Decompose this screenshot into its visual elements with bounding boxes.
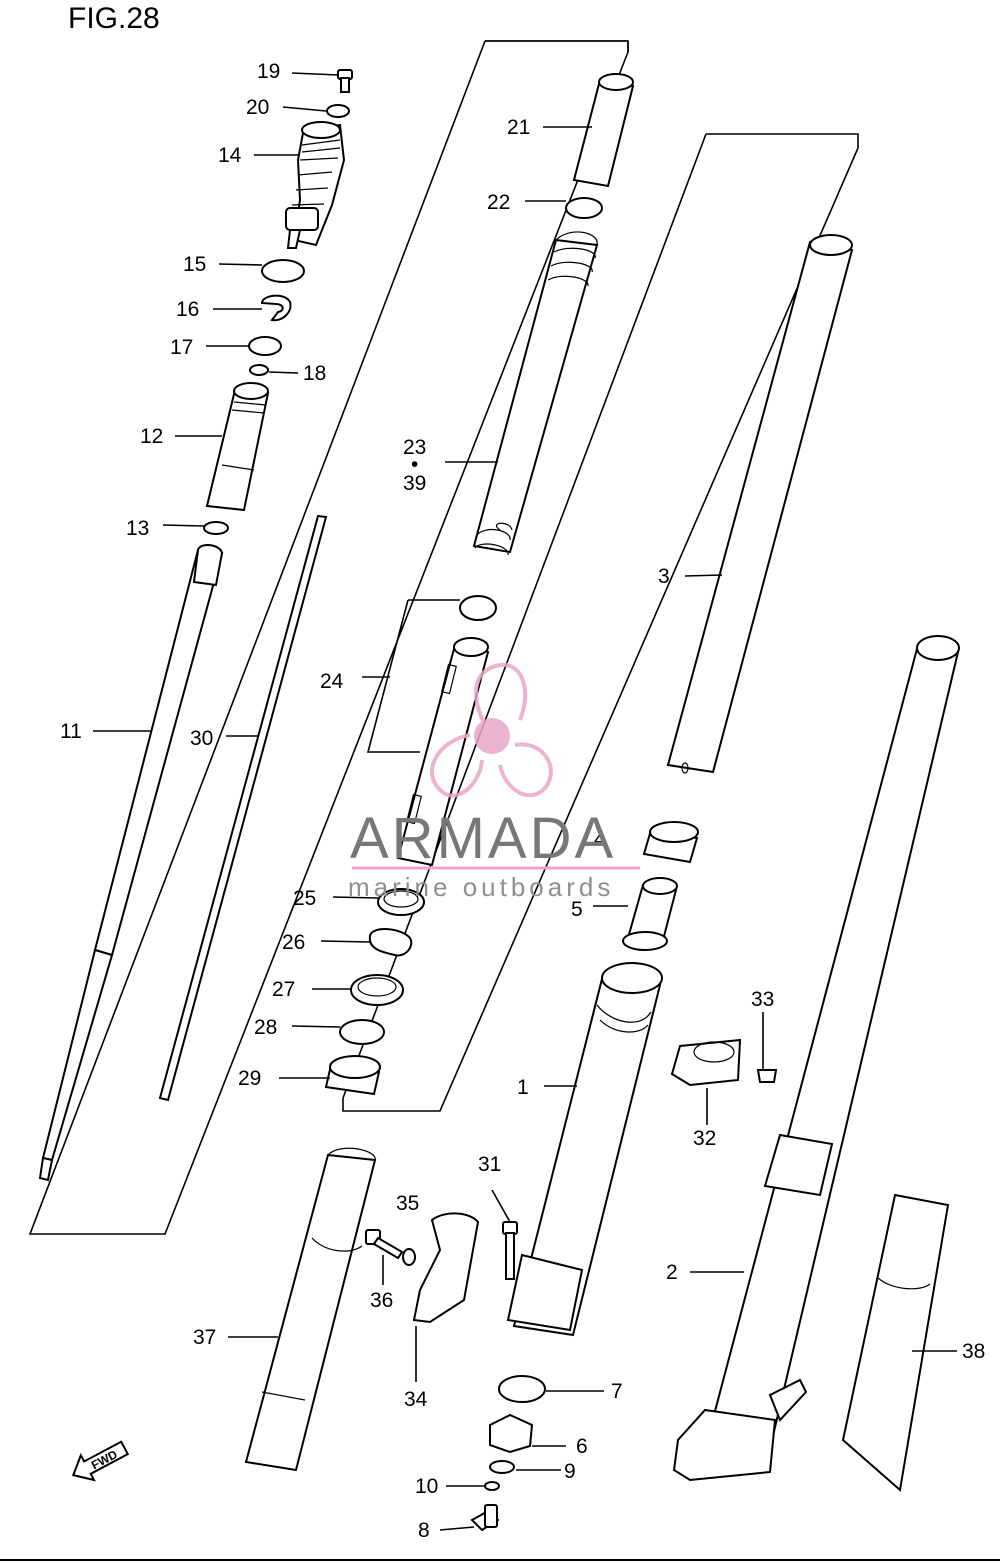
- callout-36: 36: [370, 1289, 393, 1312]
- callout-5: 5: [571, 898, 583, 921]
- callout-37: 37: [193, 1326, 216, 1349]
- callout-23: 23: [403, 436, 426, 459]
- washer-10: [484, 1481, 500, 1491]
- clamp-32: [670, 1038, 742, 1087]
- seal-27: [350, 974, 404, 1006]
- callout-22: 22: [487, 191, 510, 214]
- callout-2: 2: [666, 1261, 678, 1284]
- bolt-33: [756, 1069, 778, 1083]
- screw-19: [337, 69, 353, 93]
- callout-34: 34: [404, 1388, 428, 1411]
- callout-3: 3: [658, 565, 670, 588]
- callout-30: 30: [190, 727, 213, 750]
- washer-35: [402, 1248, 416, 1266]
- callout-25: 25: [293, 887, 316, 910]
- watermark-brand: ARMADA: [350, 806, 616, 871]
- inner-tube-3: [666, 234, 854, 774]
- bolt-31: [502, 1221, 518, 1280]
- washer-17: [248, 336, 282, 356]
- callout-26: 26: [282, 931, 305, 954]
- callout-15: 15: [183, 253, 206, 276]
- adjuster-14: [285, 121, 346, 249]
- callout-31: 31: [478, 1153, 501, 1176]
- callout-39: 39: [403, 472, 426, 495]
- cap-nut-6: [489, 1413, 534, 1454]
- callout-11: 11: [60, 720, 82, 743]
- callout-16: 16: [176, 298, 199, 321]
- guide-25: [377, 888, 425, 916]
- fork-guard-38: [841, 1193, 950, 1492]
- callout-9: 9: [564, 1460, 576, 1483]
- callout-14: 14: [218, 144, 242, 167]
- figure-title: FIG.28: [68, 2, 160, 35]
- leader-lines: [93, 72, 957, 1531]
- spring-23: [472, 231, 599, 556]
- callout-17: 17: [170, 336, 193, 359]
- spacer-21: [572, 73, 635, 188]
- callout-24: 24: [320, 670, 344, 693]
- callout-32: 32: [693, 1127, 716, 1150]
- washer-18: [249, 364, 269, 376]
- callout-27: 27: [272, 978, 295, 1001]
- o-ring-7: [498, 1375, 546, 1403]
- outer-tube-1: [506, 962, 663, 1337]
- bush-4: [642, 821, 699, 864]
- callout-19: 19: [257, 60, 280, 83]
- callout-8: 8: [418, 1519, 430, 1542]
- washer-20: [326, 104, 350, 118]
- clip-16: [260, 294, 292, 322]
- callout-29: 29: [238, 1067, 261, 1090]
- callout-38: 38: [962, 1340, 985, 1363]
- cylinder-24: [396, 637, 490, 867]
- washer-13: [203, 521, 229, 535]
- callout-10: 10: [415, 1475, 438, 1498]
- callout-dot: •: [411, 453, 418, 476]
- group-bracket-left-outline: [28, 40, 629, 1235]
- ring-28: [339, 1019, 385, 1045]
- group-bracket-left: [485, 40, 629, 52]
- bolt-36: [365, 1229, 404, 1260]
- bolt-8: [470, 1504, 500, 1532]
- callout-7: 7: [611, 1380, 623, 1403]
- callout-6: 6: [576, 1435, 588, 1458]
- bush-top: [459, 595, 497, 621]
- callout-35: 35: [396, 1192, 419, 1215]
- callout-28: 28: [254, 1016, 277, 1039]
- bush-5: [622, 877, 678, 951]
- callout-21: 21: [507, 116, 530, 139]
- damper-rod-cap-12: [205, 382, 270, 512]
- callout-12: 12: [140, 425, 163, 448]
- guard-34: [412, 1212, 480, 1324]
- propeller-logo: [429, 662, 553, 798]
- outer-tube-2: [672, 635, 960, 1482]
- seal-26: [368, 928, 413, 957]
- callout-4: 4: [594, 828, 606, 851]
- fwd-arrow-icon: FWD: [71, 1440, 130, 1482]
- callout-18: 18: [303, 362, 326, 385]
- group-bracket-24: [366, 599, 460, 753]
- callout-20: 20: [246, 96, 269, 119]
- damper-rod-11: [38, 544, 224, 1182]
- rod-30: [158, 514, 328, 1102]
- callout-33: 33: [751, 988, 774, 1011]
- callout-1: 1: [517, 1076, 529, 1099]
- washer-22: [565, 197, 603, 219]
- callout-13: 13: [126, 517, 149, 540]
- o-ring-15: [261, 259, 305, 283]
- bush-29: [324, 1055, 381, 1096]
- washer-9: [489, 1460, 515, 1474]
- watermark-tagline: marine outboards: [348, 872, 614, 902]
- fork-guard-37: [244, 1147, 377, 1472]
- group-bracket-middle: [342, 133, 859, 1112]
